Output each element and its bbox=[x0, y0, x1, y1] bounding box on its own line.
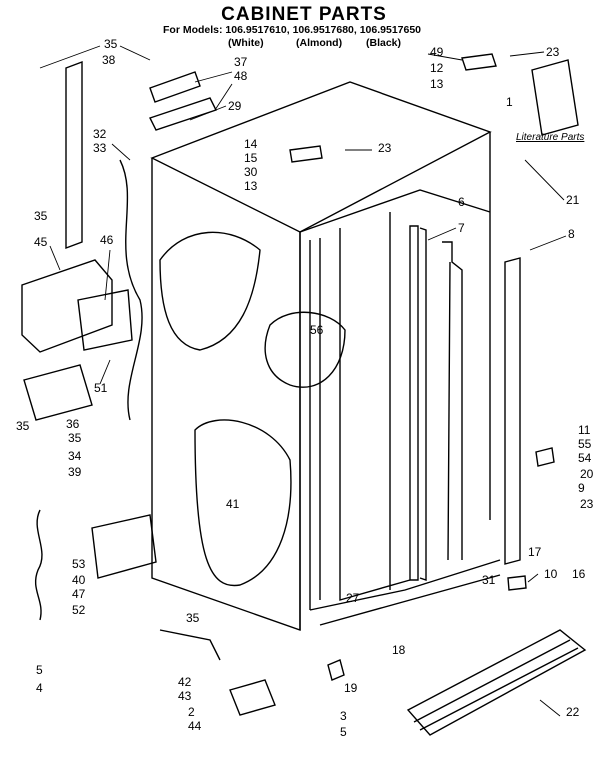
color-black: (Black) bbox=[366, 37, 402, 49]
cabinet-inner-divider bbox=[339, 212, 411, 601]
callout: 11 bbox=[578, 423, 591, 437]
callout: 12 bbox=[430, 61, 444, 75]
callout: 45 bbox=[34, 235, 48, 249]
cabinet-drawing bbox=[21, 53, 587, 736]
callout: 35 bbox=[104, 37, 118, 51]
callout: 19 bbox=[344, 681, 358, 695]
callout: 40 bbox=[72, 573, 86, 587]
grille-22 bbox=[406, 629, 587, 736]
callout: 13 bbox=[244, 179, 258, 193]
cabinet-left-side bbox=[151, 158, 301, 631]
callout: 27 bbox=[346, 591, 360, 605]
callout: 37 bbox=[234, 55, 248, 69]
power-cord-53 bbox=[34, 509, 43, 621]
callout: 21 bbox=[566, 193, 580, 207]
roller-10 bbox=[507, 575, 527, 591]
callout: 9 bbox=[578, 481, 585, 495]
literature-parts-label: Literature Parts bbox=[516, 132, 584, 143]
callout: 23 bbox=[378, 141, 392, 155]
callout: 35 bbox=[186, 611, 200, 625]
callout: 5 bbox=[340, 725, 347, 739]
callout: 35 bbox=[68, 431, 82, 445]
color-almond: (Almond) bbox=[296, 37, 343, 49]
callout: 36 bbox=[66, 417, 80, 431]
rear-strip-38 bbox=[65, 60, 83, 250]
callout: 32 bbox=[93, 127, 107, 141]
callout: 6 bbox=[458, 195, 465, 209]
shelf-support-49 bbox=[461, 53, 497, 71]
hinge-2 bbox=[229, 679, 276, 716]
callout: 5 bbox=[36, 663, 43, 677]
cabinet-front-right bbox=[299, 132, 491, 630]
callout: 10 bbox=[544, 567, 558, 581]
panel-36 bbox=[23, 364, 93, 421]
callout: 20 bbox=[580, 467, 594, 481]
callout: 34 bbox=[68, 449, 82, 463]
callout: 7 bbox=[458, 221, 465, 235]
callout: 16 bbox=[572, 567, 586, 581]
callout: 17 bbox=[528, 545, 542, 559]
color-white: (White) bbox=[228, 37, 264, 49]
bracket-19 bbox=[327, 659, 345, 681]
callout: 29 bbox=[228, 99, 242, 113]
callout: 43 bbox=[178, 689, 192, 703]
back-cutout-upper bbox=[159, 231, 261, 351]
callout: 41 bbox=[226, 497, 240, 511]
callout: 35 bbox=[34, 209, 48, 223]
heater-wire-7 bbox=[442, 241, 463, 561]
bracket-54 bbox=[535, 447, 555, 467]
callout: 52 bbox=[72, 603, 86, 617]
insulation-46 bbox=[77, 289, 133, 351]
drain-tube-42 bbox=[159, 629, 221, 661]
callout: 39 bbox=[68, 465, 82, 479]
callout: 46 bbox=[100, 233, 114, 247]
callout: 44 bbox=[188, 719, 202, 733]
callout: 22 bbox=[566, 705, 580, 719]
drain-pan-45 bbox=[21, 259, 113, 353]
leader-lines bbox=[39, 45, 567, 717]
callout: 1 bbox=[506, 95, 513, 109]
callout: 42 bbox=[178, 675, 192, 689]
wiring-harness bbox=[119, 159, 143, 421]
breaker-strip-8 bbox=[504, 257, 521, 565]
callout: 23 bbox=[580, 497, 594, 511]
cabinet-bottom-rails bbox=[309, 559, 501, 626]
callout: 3 bbox=[340, 709, 347, 723]
callout: 30 bbox=[244, 165, 258, 179]
callout: 4 bbox=[36, 681, 43, 695]
back-cutout-lower bbox=[194, 419, 292, 587]
part-37 bbox=[149, 71, 201, 103]
callout: 31 bbox=[482, 573, 496, 587]
models-line: For Models: 106.9517610, 106.9517680, 10… bbox=[163, 24, 422, 36]
callout: 18 bbox=[392, 643, 406, 657]
side-cutout bbox=[264, 311, 346, 388]
callout: 14 bbox=[244, 137, 258, 151]
control-box-40 bbox=[91, 514, 157, 579]
cabinet-inner-liner bbox=[299, 189, 491, 610]
cabinet-top bbox=[150, 81, 492, 233]
callout-labels: 35 38 37 48 29 32 33 35 45 46 51 36 35 3… bbox=[16, 37, 594, 739]
callout: 15 bbox=[244, 151, 258, 165]
callout: 53 bbox=[72, 557, 86, 571]
callout: 38 bbox=[102, 53, 116, 67]
callout: 49 bbox=[430, 45, 444, 59]
callout: 47 bbox=[72, 587, 86, 601]
callout: 23 bbox=[546, 45, 560, 59]
page-title: CABINET PARTS bbox=[221, 4, 387, 25]
callout: 8 bbox=[568, 227, 575, 241]
callout: 35 bbox=[16, 419, 30, 433]
callout: 48 bbox=[234, 69, 248, 83]
callout: 55 bbox=[578, 437, 592, 451]
callout: 56 bbox=[310, 323, 324, 337]
callout: 51 bbox=[94, 381, 108, 395]
literature-1 bbox=[531, 59, 579, 136]
callout: 13 bbox=[430, 77, 444, 91]
callout: 54 bbox=[578, 451, 592, 465]
breaker-strip-6 bbox=[409, 225, 427, 581]
callout: 2 bbox=[188, 705, 195, 719]
callout: 33 bbox=[93, 141, 107, 155]
shelf-support-14 bbox=[289, 145, 323, 163]
